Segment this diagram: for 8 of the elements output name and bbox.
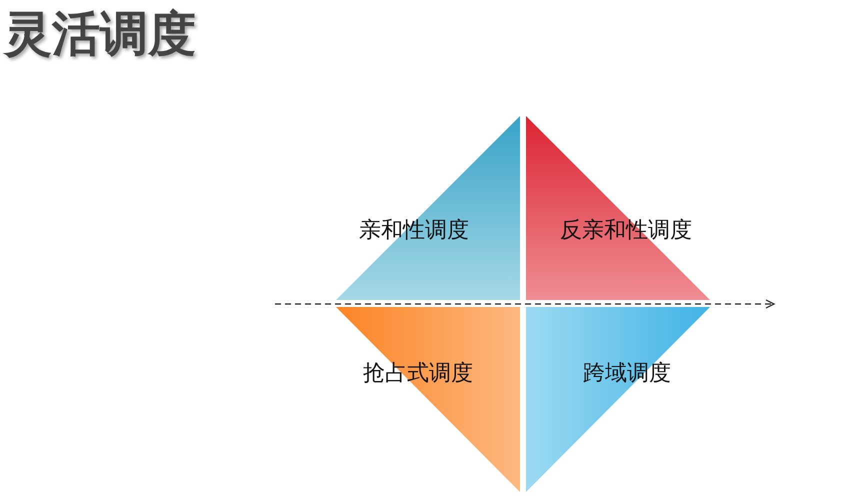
triangle-quadrant: [526, 116, 710, 300]
quadrant-label: 亲和性调度: [359, 218, 469, 244]
triangle-quadrant: [526, 307, 710, 492]
triangle-quadrant: [336, 116, 520, 300]
quadrant-label: 抢占式调度: [363, 361, 473, 387]
quadrant-label: 跨域调度: [583, 361, 671, 387]
triangle-quadrant: [336, 307, 520, 492]
title: 灵活调度: [4, 6, 196, 62]
